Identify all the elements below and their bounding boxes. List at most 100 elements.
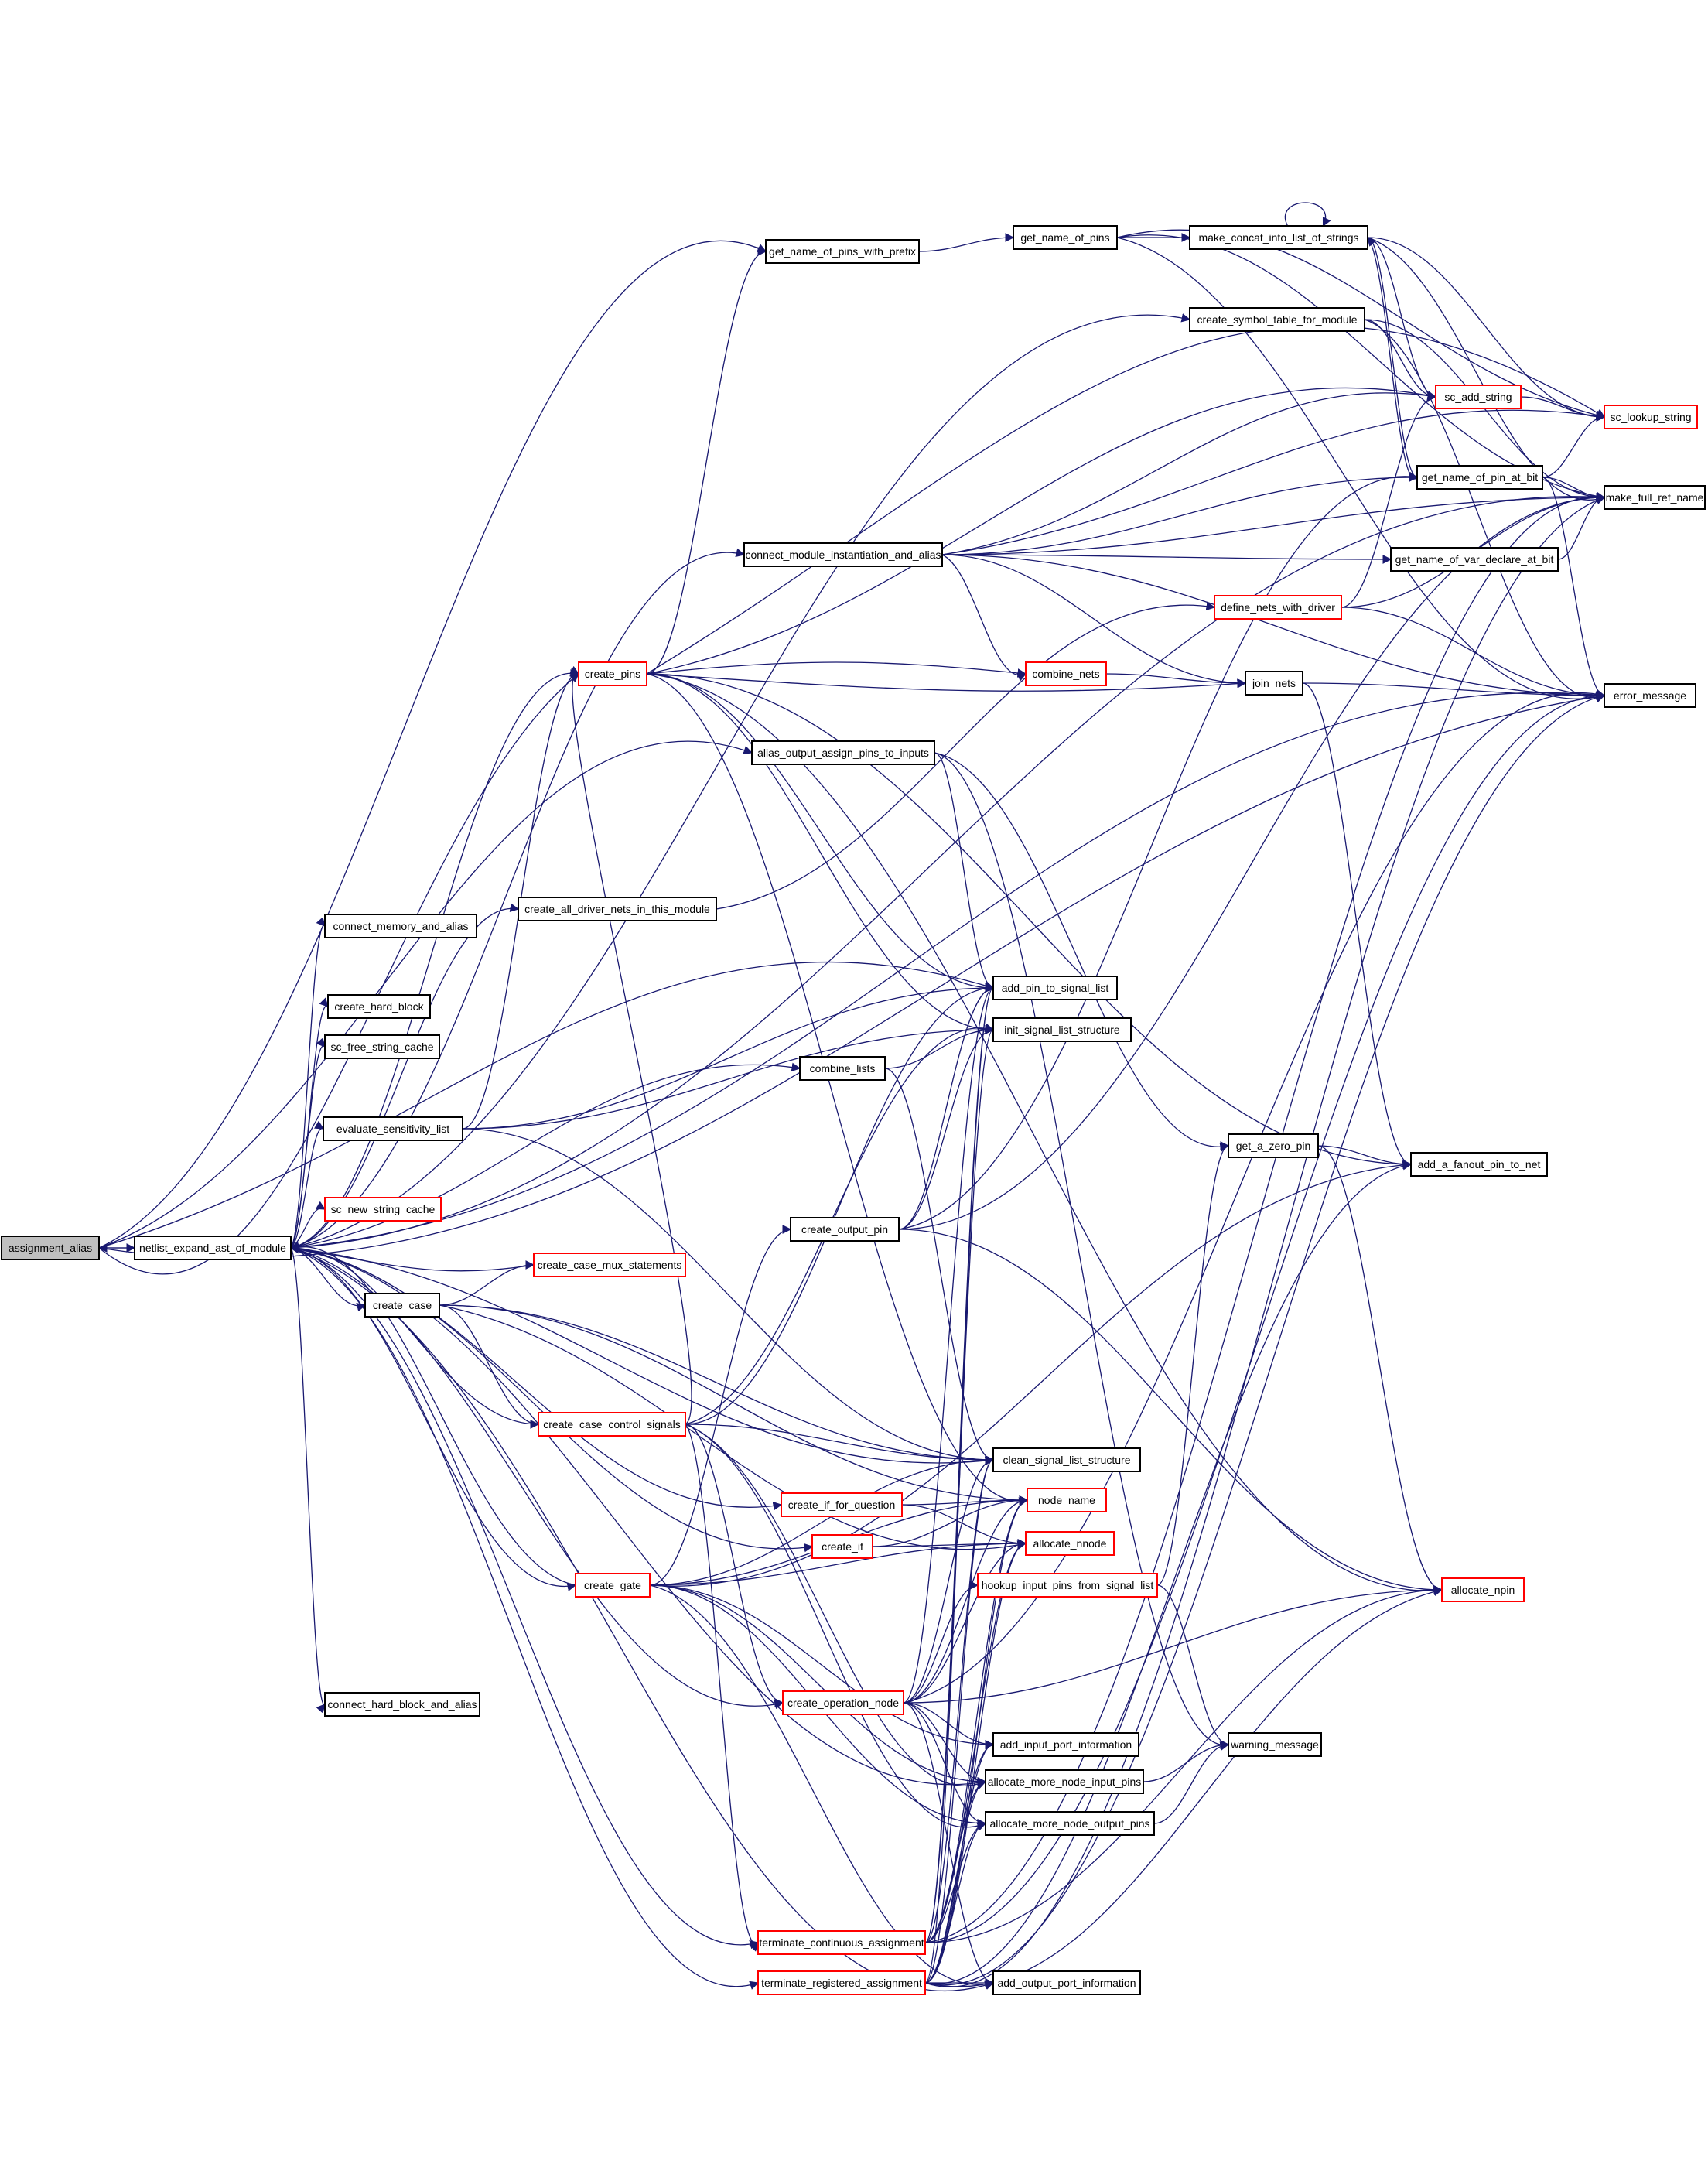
node-create-gate[interactable]: create_gate xyxy=(575,1573,651,1598)
node-box[interactable] xyxy=(977,1573,1158,1598)
node-assignment-alias[interactable]: assignment_alias xyxy=(1,1236,100,1260)
node-sc-new-string-cache[interactable]: sc_new_string_cache xyxy=(324,1197,442,1222)
node-create-case-control-signals[interactable]: create_case_control_signals xyxy=(538,1412,686,1437)
node-box[interactable] xyxy=(751,740,935,765)
node-box[interactable] xyxy=(1604,485,1706,510)
node-netlist-expand-ast-of-module[interactable]: netlist_expand_ast_of_module xyxy=(134,1236,292,1260)
node-box[interactable] xyxy=(1025,1531,1115,1556)
node-sc-add-string[interactable]: sc_add_string xyxy=(1435,385,1522,409)
node-box[interactable] xyxy=(1245,671,1303,696)
node-box[interactable] xyxy=(757,1970,926,1995)
node-box[interactable] xyxy=(1416,465,1543,490)
node-box[interactable] xyxy=(327,994,431,1019)
node-init-signal-list-structure[interactable]: init_signal_list_structure xyxy=(992,1017,1132,1042)
node-add-a-fanout-pin-to-net[interactable]: add_a_fanout_pin_to_net xyxy=(1410,1152,1548,1177)
node-allocate-more-node-input-pins[interactable]: allocate_more_node_input_pins xyxy=(985,1769,1144,1794)
node-box[interactable] xyxy=(790,1217,900,1242)
node-box[interactable] xyxy=(1441,1577,1525,1602)
node-hookup-input-pins-from-signal-list[interactable]: hookup_input_pins_from_signal_list xyxy=(977,1573,1158,1598)
node-box[interactable] xyxy=(1027,1488,1107,1512)
node-get-name-of-pins-with-prefix[interactable]: get_name_of_pins_with_prefix xyxy=(765,239,920,264)
node-box[interactable] xyxy=(781,1492,903,1517)
node-box[interactable] xyxy=(1604,405,1698,429)
node-box[interactable] xyxy=(811,1534,873,1559)
node-get-name-of-var-declare-at-bit[interactable]: get_name_of_var_declare_at_bit xyxy=(1390,547,1559,572)
node-warning-message[interactable]: warning_message xyxy=(1228,1732,1322,1757)
node-make-concat-into-list-of-strings[interactable]: make_concat_into_list_of_strings xyxy=(1189,225,1368,250)
node-clean-signal-list-structure[interactable]: clean_signal_list_structure xyxy=(992,1447,1141,1472)
node-box[interactable] xyxy=(992,1970,1141,1995)
node-evaluate-sensitivity-list[interactable]: evaluate_sensitivity_list xyxy=(323,1116,463,1141)
node-box[interactable] xyxy=(985,1769,1144,1794)
node-box[interactable] xyxy=(992,976,1118,1000)
node-allocate-more-node-output-pins[interactable]: allocate_more_node_output_pins xyxy=(985,1811,1155,1836)
node-box[interactable] xyxy=(1013,225,1118,250)
node-define-nets-with-driver[interactable]: define_nets_with_driver xyxy=(1214,595,1342,620)
node-box[interactable] xyxy=(533,1253,686,1277)
node-box[interactable] xyxy=(743,542,943,567)
node-box[interactable] xyxy=(1228,1732,1322,1757)
node-box[interactable] xyxy=(1189,225,1368,250)
node-connect-hard-block-and-alias[interactable]: connect_hard_block_and_alias xyxy=(324,1692,480,1717)
node-alias-output-assign-pins-to-inputs[interactable]: alias_output_assign_pins_to_inputs xyxy=(751,740,935,765)
node-box[interactable] xyxy=(1025,661,1107,686)
node-create-output-pin[interactable]: create_output_pin xyxy=(790,1217,900,1242)
node-create-if-for-question[interactable]: create_if_for_question xyxy=(781,1492,903,1517)
node-box[interactable] xyxy=(992,1447,1141,1472)
node-box[interactable] xyxy=(324,1692,480,1717)
node-box[interactable] xyxy=(799,1056,886,1081)
node-box[interactable] xyxy=(1214,595,1342,620)
node-create-symbol-table-for-module[interactable]: create_symbol_table_for_module xyxy=(1189,307,1365,332)
node-add-input-port-information[interactable]: add_input_port_information xyxy=(992,1732,1139,1757)
node-box[interactable] xyxy=(1410,1152,1548,1177)
node-box[interactable] xyxy=(992,1017,1132,1042)
node-box[interactable] xyxy=(324,1197,442,1222)
node-join-nets[interactable]: join_nets xyxy=(1245,671,1303,696)
node-box[interactable] xyxy=(1189,307,1365,332)
node-box[interactable] xyxy=(538,1412,686,1437)
node-sc-lookup-string[interactable]: sc_lookup_string xyxy=(1604,405,1698,429)
node-create-case[interactable]: create_case xyxy=(364,1293,440,1318)
node-box[interactable] xyxy=(992,1732,1139,1757)
node-add-output-port-information[interactable]: add_output_port_information xyxy=(992,1970,1141,1995)
node-allocate-npin[interactable]: allocate_npin xyxy=(1441,1577,1525,1602)
node-box[interactable] xyxy=(985,1811,1155,1836)
node-create-if[interactable]: create_if xyxy=(811,1534,873,1559)
node-box[interactable] xyxy=(518,897,717,921)
node-create-all-driver-nets-in-this-module[interactable]: create_all_driver_nets_in_this_module xyxy=(518,897,717,921)
node-box[interactable] xyxy=(757,1930,926,1955)
node-sc-free-string-cache[interactable]: sc_free_string_cache xyxy=(324,1034,440,1059)
node-create-pins[interactable]: create_pins xyxy=(578,661,647,686)
node-terminate-registered-assignment[interactable]: terminate_registered_assignment xyxy=(757,1970,926,1995)
node-box[interactable] xyxy=(324,1034,440,1059)
node-get-a-zero-pin[interactable]: get_a_zero_pin xyxy=(1228,1133,1319,1158)
node-box[interactable] xyxy=(1228,1133,1319,1158)
node-box[interactable] xyxy=(765,239,920,264)
node-box[interactable] xyxy=(575,1573,651,1598)
node-node-name[interactable]: node_name xyxy=(1027,1488,1107,1512)
node-get-name-of-pins[interactable]: get_name_of_pins xyxy=(1013,225,1118,250)
node-box[interactable] xyxy=(1390,547,1559,572)
node-make-full-ref-name[interactable]: make_full_ref_name xyxy=(1604,485,1706,510)
node-allocate-nnode[interactable]: allocate_nnode xyxy=(1025,1531,1115,1556)
node-add-pin-to-signal-list[interactable]: add_pin_to_signal_list xyxy=(992,976,1118,1000)
node-get-name-of-pin-at-bit[interactable]: get_name_of_pin_at_bit xyxy=(1416,465,1543,490)
node-box[interactable] xyxy=(323,1116,463,1141)
node-box[interactable] xyxy=(324,914,477,938)
node-combine-lists[interactable]: combine_lists xyxy=(799,1056,886,1081)
node-create-case-mux-statements[interactable]: create_case_mux_statements xyxy=(533,1253,686,1277)
node-create-operation-node[interactable]: create_operation_node xyxy=(782,1690,904,1715)
node-terminate-continuous-assignment[interactable]: terminate_continuous_assignment xyxy=(757,1930,926,1955)
node-box[interactable] xyxy=(1435,385,1522,409)
node-connect-memory-and-alias[interactable]: connect_memory_and_alias xyxy=(324,914,477,938)
node-box[interactable] xyxy=(1,1236,100,1260)
node-box[interactable] xyxy=(1604,683,1696,708)
node-connect-module-instantiation-and-alias[interactable]: connect_module_instantiation_and_alias xyxy=(743,542,943,567)
node-box[interactable] xyxy=(782,1690,904,1715)
node-combine-nets[interactable]: combine_nets xyxy=(1025,661,1107,686)
node-box[interactable] xyxy=(578,661,647,686)
node-error-message[interactable]: error_message xyxy=(1604,683,1696,708)
node-box[interactable] xyxy=(134,1236,292,1260)
node-create-hard-block[interactable]: create_hard_block xyxy=(327,994,431,1019)
node-box[interactable] xyxy=(364,1293,440,1318)
